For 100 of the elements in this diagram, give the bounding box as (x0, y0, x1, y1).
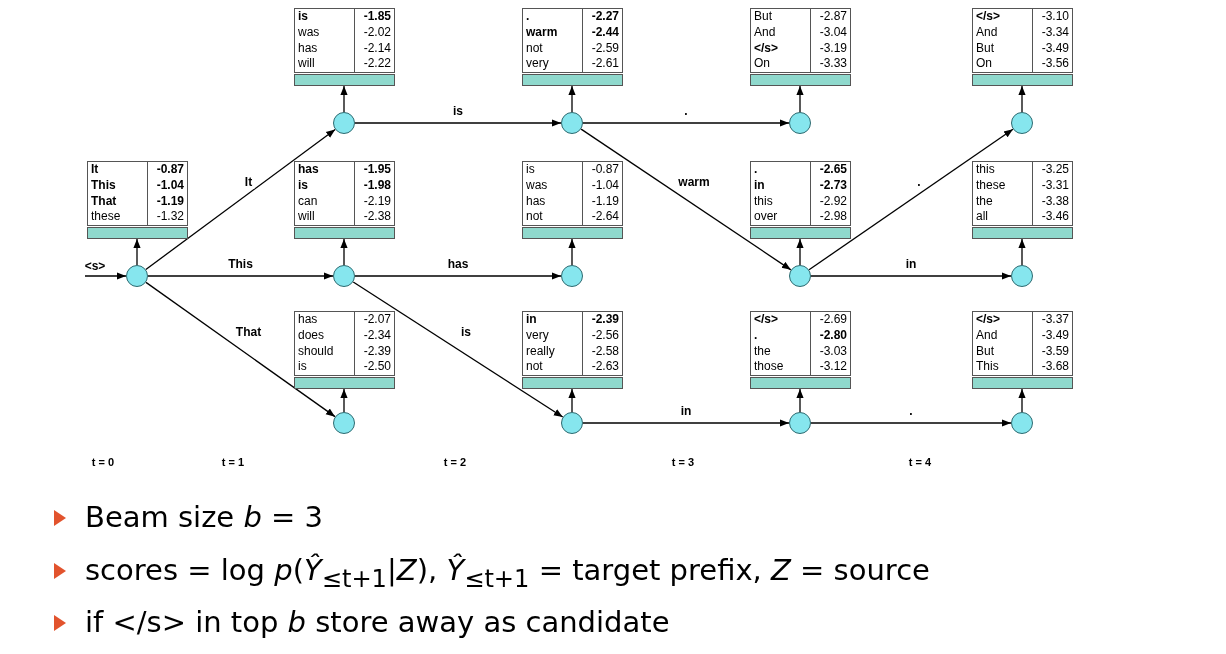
edge-label: has (445, 257, 471, 271)
state-circle (1011, 412, 1033, 434)
score-text: -2.39 (590, 312, 620, 328)
arrow (796, 238, 804, 266)
score-text: -2.61 (590, 56, 620, 72)
edge-label: That (233, 324, 264, 339)
token-text: those (751, 359, 811, 375)
state-circle (1011, 265, 1033, 287)
arrow (352, 281, 564, 418)
score-text: -2.65 (818, 162, 848, 178)
score-text: -2.19 (362, 193, 392, 210)
time-step-label: t = 3 (671, 456, 695, 468)
token-text: very (523, 327, 583, 344)
token-text: in (523, 312, 583, 328)
token-text: It (88, 162, 148, 178)
token-text: should (295, 343, 355, 360)
score-text: -2.80 (818, 327, 848, 344)
bullet-text: scores = log p(Ŷ$_{≤t+1}$|Z), Ŷ$_{≤t+1}$ = target prefix, Z = source (85, 552, 930, 595)
score-text: -3.12 (818, 359, 848, 375)
token-text: will (295, 56, 355, 72)
token-text: </s> (751, 40, 811, 57)
score-text: -3.49 (1040, 327, 1070, 344)
score-text: -2.38 (362, 209, 392, 225)
token-text: . (751, 162, 811, 178)
state-circle (561, 265, 583, 287)
state-circle (561, 112, 583, 134)
token-text: the (973, 193, 1033, 210)
score-text: -1.95 (362, 162, 392, 178)
token-text: not (523, 40, 583, 57)
score-text: -3.25 (1040, 162, 1070, 178)
arrow (810, 272, 1012, 280)
token-text: But (751, 9, 811, 25)
score-text: -3.37 (1040, 312, 1070, 328)
arrow (796, 388, 804, 413)
token-text: will (295, 209, 355, 225)
score-text: -1.04 (590, 177, 620, 194)
arrow (340, 238, 348, 266)
score-text: -2.92 (818, 193, 848, 210)
arrow (810, 419, 1012, 427)
token-text: very (523, 56, 583, 72)
token-text: That (88, 193, 148, 210)
token-text: these (88, 209, 148, 225)
state-circle (789, 112, 811, 134)
arrow (354, 119, 562, 127)
score-text: -2.98 (818, 209, 848, 225)
token-text: warm (523, 24, 583, 41)
token-text: was (295, 24, 355, 41)
score-text: -2.59 (590, 40, 620, 57)
arrow (1018, 85, 1026, 113)
arrow (582, 419, 790, 427)
token-text: </s> (973, 312, 1033, 328)
score-text: -2.22 (362, 56, 392, 72)
token-text: This (973, 359, 1033, 375)
score-text: -2.07 (362, 312, 392, 328)
token-text: not (523, 359, 583, 375)
edge-label: This (226, 257, 255, 271)
state-circle (1011, 112, 1033, 134)
arrow (580, 128, 792, 271)
score-text: -3.33 (818, 56, 848, 72)
arrow (147, 272, 334, 280)
token-text: all (973, 209, 1033, 225)
state-circle (333, 265, 355, 287)
token-text: is (295, 177, 355, 194)
time-step-label: t = 2 (443, 456, 467, 468)
score-text: -3.38 (1040, 193, 1070, 210)
token-text: the (751, 343, 811, 360)
score-text: -3.49 (1040, 40, 1070, 57)
bullet-text: if </s> in top b store away as candidate (85, 604, 670, 640)
arrow (340, 85, 348, 113)
token-text: </s> (973, 9, 1033, 25)
token-text: really (523, 343, 583, 360)
edge-label: in (903, 257, 919, 271)
token-text: can (295, 193, 355, 210)
score-text: -2.02 (362, 24, 392, 41)
state-circle (333, 412, 355, 434)
edge-label: in (678, 404, 694, 418)
score-text: -3.34 (1040, 24, 1070, 41)
state-circle (561, 412, 583, 434)
token-text: not (523, 209, 583, 225)
score-text: -3.03 (818, 343, 848, 360)
score-text: -2.39 (362, 343, 392, 360)
score-text: -2.87 (818, 9, 848, 25)
token-text: But (973, 40, 1033, 57)
arrow (1018, 238, 1026, 266)
score-text: -1.19 (155, 193, 185, 210)
token-text: This (88, 177, 148, 194)
score-text: -2.34 (362, 327, 392, 344)
token-text: On (973, 56, 1033, 72)
token-text: has (295, 40, 355, 57)
token-text: over (751, 209, 811, 225)
token-text: is (523, 162, 583, 178)
score-text: -2.63 (590, 359, 620, 375)
bullet-text: Beam size b = 3 (85, 499, 324, 535)
token-text: is (295, 359, 355, 375)
token-text: has (523, 193, 583, 210)
arrow (145, 128, 336, 271)
score-text: -2.73 (818, 177, 848, 194)
token-text: has (295, 162, 355, 178)
token-text: And (751, 24, 811, 41)
time-step-label: t = 0 (91, 456, 115, 468)
